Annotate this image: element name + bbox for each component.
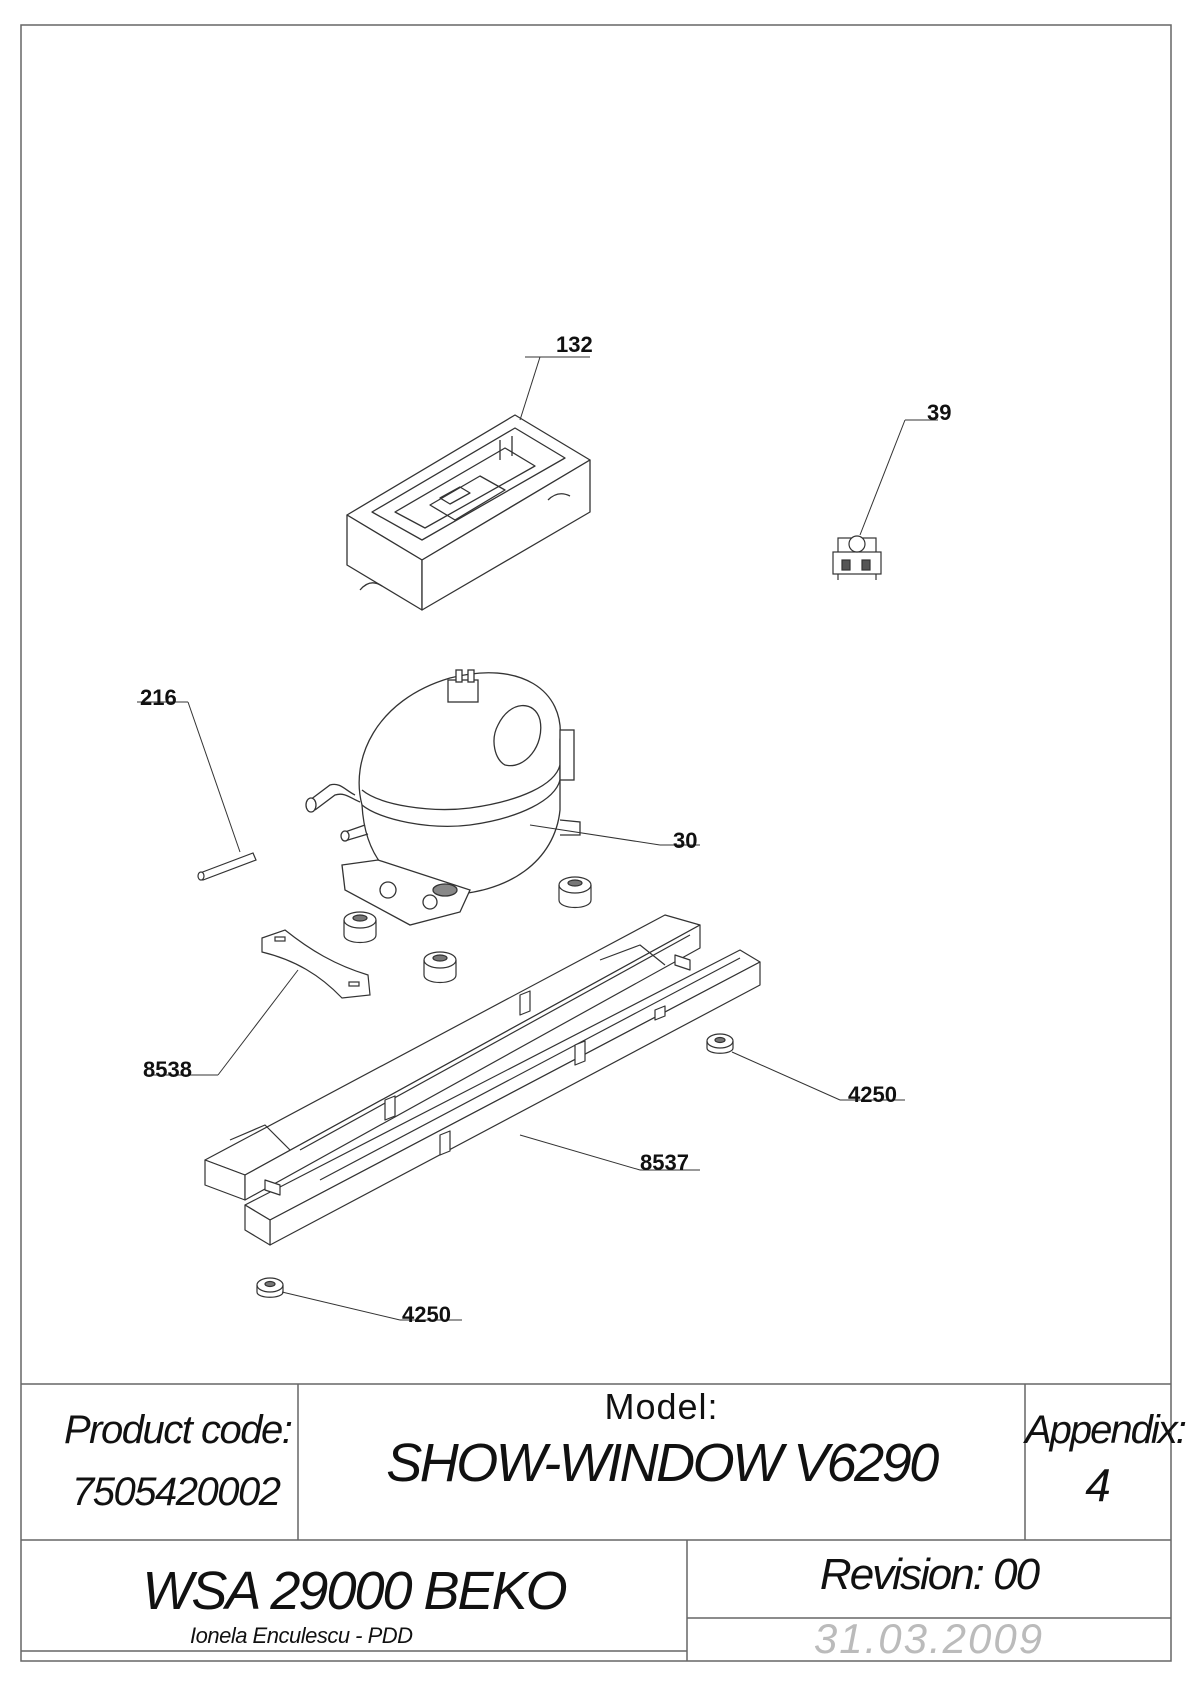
callout-4250-lower: 4250 <box>402 1302 451 1327</box>
leader-30-arrow <box>529 824 661 846</box>
model-label: Model: <box>604 1386 719 1427</box>
product-code-label: Product code: <box>64 1408 293 1452</box>
callout-132: 132 <box>556 332 593 357</box>
callout-4250-upper: 4250 <box>848 1082 897 1107</box>
title-block-grid <box>21 1383 1171 1661</box>
part-4250-washer-lower-drawing <box>256 1277 284 1298</box>
callout-8538: 8538 <box>143 1057 192 1082</box>
part-30-compressor-drawing <box>305 669 581 926</box>
part-4250-washer-upper-drawing <box>706 1033 734 1054</box>
rubber-grommets-drawing <box>343 876 592 984</box>
part-216-pin-drawing <box>197 852 257 881</box>
author: Ionela Enculescu - PDD <box>190 1623 413 1648</box>
leader-39-arrow <box>859 419 906 536</box>
leader-216-arrow <box>187 701 241 853</box>
part-132-tray-drawing <box>346 414 591 611</box>
callout-8537: 8537 <box>640 1150 689 1175</box>
part-39-relay-drawing <box>832 535 882 580</box>
revision: Revision: 00 <box>819 1550 1040 1599</box>
appendix-value: 4 <box>1085 1459 1111 1511</box>
revision-date: 31.03.2009 <box>813 1615 1045 1662</box>
model-value: SHOW-WINDOW V6290 <box>386 1433 939 1493</box>
callout-30: 30 <box>673 828 698 853</box>
product-line: WSA 29000 BEKO <box>142 1561 567 1621</box>
callout-216: 216 <box>140 685 177 710</box>
callout-39: 39 <box>927 400 952 425</box>
part-8538-plate-drawing <box>261 929 371 999</box>
part-8537-base-rails-drawing <box>204 914 761 1246</box>
product-code-value: 7505420002 <box>72 1470 281 1514</box>
leader-132-arrow <box>519 356 541 421</box>
sheet-border <box>20 24 1172 1662</box>
leader-8537-arrow <box>519 1134 641 1171</box>
leader-4250-upper-arrow <box>731 1051 841 1101</box>
leader-8538-arrow <box>217 969 299 1076</box>
appendix-label: Appendix: <box>1025 1408 1187 1452</box>
leader-4250-lower-arrow <box>281 1291 401 1321</box>
